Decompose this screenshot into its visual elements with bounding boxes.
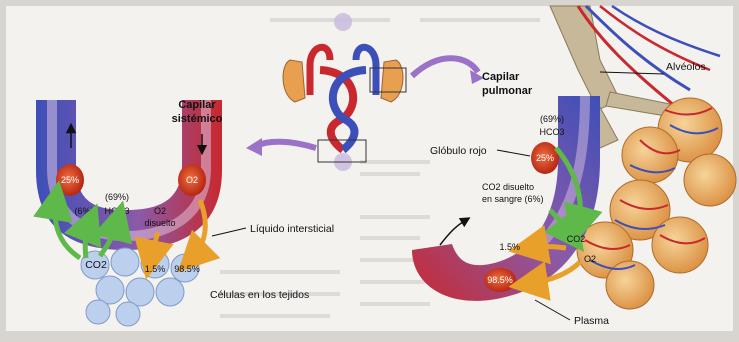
- left-co2: CO2: [85, 259, 107, 271]
- left-hco3: HCO3: [104, 206, 129, 216]
- left-title-line2: sistémico: [172, 113, 223, 125]
- left-pct-985: 98.5%: [174, 264, 200, 274]
- rbc-label: Glóbulo rojo: [430, 145, 487, 157]
- left-rbc-2-label: O2: [186, 175, 198, 185]
- co2-dissolved-line1: CO2 disuelto: [482, 182, 534, 192]
- left-o2-dissolved-1: O2: [154, 206, 166, 216]
- right-pct-69: (69%): [540, 114, 564, 124]
- left-o2-dissolved-2: disuelto: [144, 218, 175, 228]
- right-rbc-2-label: 98.5%: [487, 275, 513, 285]
- right-pct-15: 1.5%: [499, 242, 520, 252]
- left-title-line1: Capilar: [178, 99, 216, 111]
- alveoli-label: Alvéolos: [666, 61, 706, 73]
- tissue-cells-label: Células en los tejidos: [210, 289, 309, 301]
- right-o2: O2: [584, 254, 596, 264]
- left-rbc-1-label: 25%: [61, 175, 79, 185]
- right-rbc-1-label: 25%: [536, 153, 554, 163]
- left-pct-69: (69%): [105, 192, 129, 202]
- right-hco3: HCO3: [539, 127, 564, 137]
- right-orange-arrow-1: [528, 247, 566, 249]
- left-pct-15: 1.5%: [145, 264, 166, 274]
- plasma-label: Plasma: [574, 315, 609, 327]
- right-title-line1: Capilar: [482, 71, 520, 83]
- right-co2: CO2: [567, 234, 586, 244]
- interstitial-fluid-label: Líquido intersticial: [250, 223, 334, 235]
- left-pct-6: (6%): [74, 206, 93, 216]
- right-title-line2: pulmonar: [482, 85, 533, 97]
- co2-dissolved-line2: en sangre (6%): [482, 194, 544, 204]
